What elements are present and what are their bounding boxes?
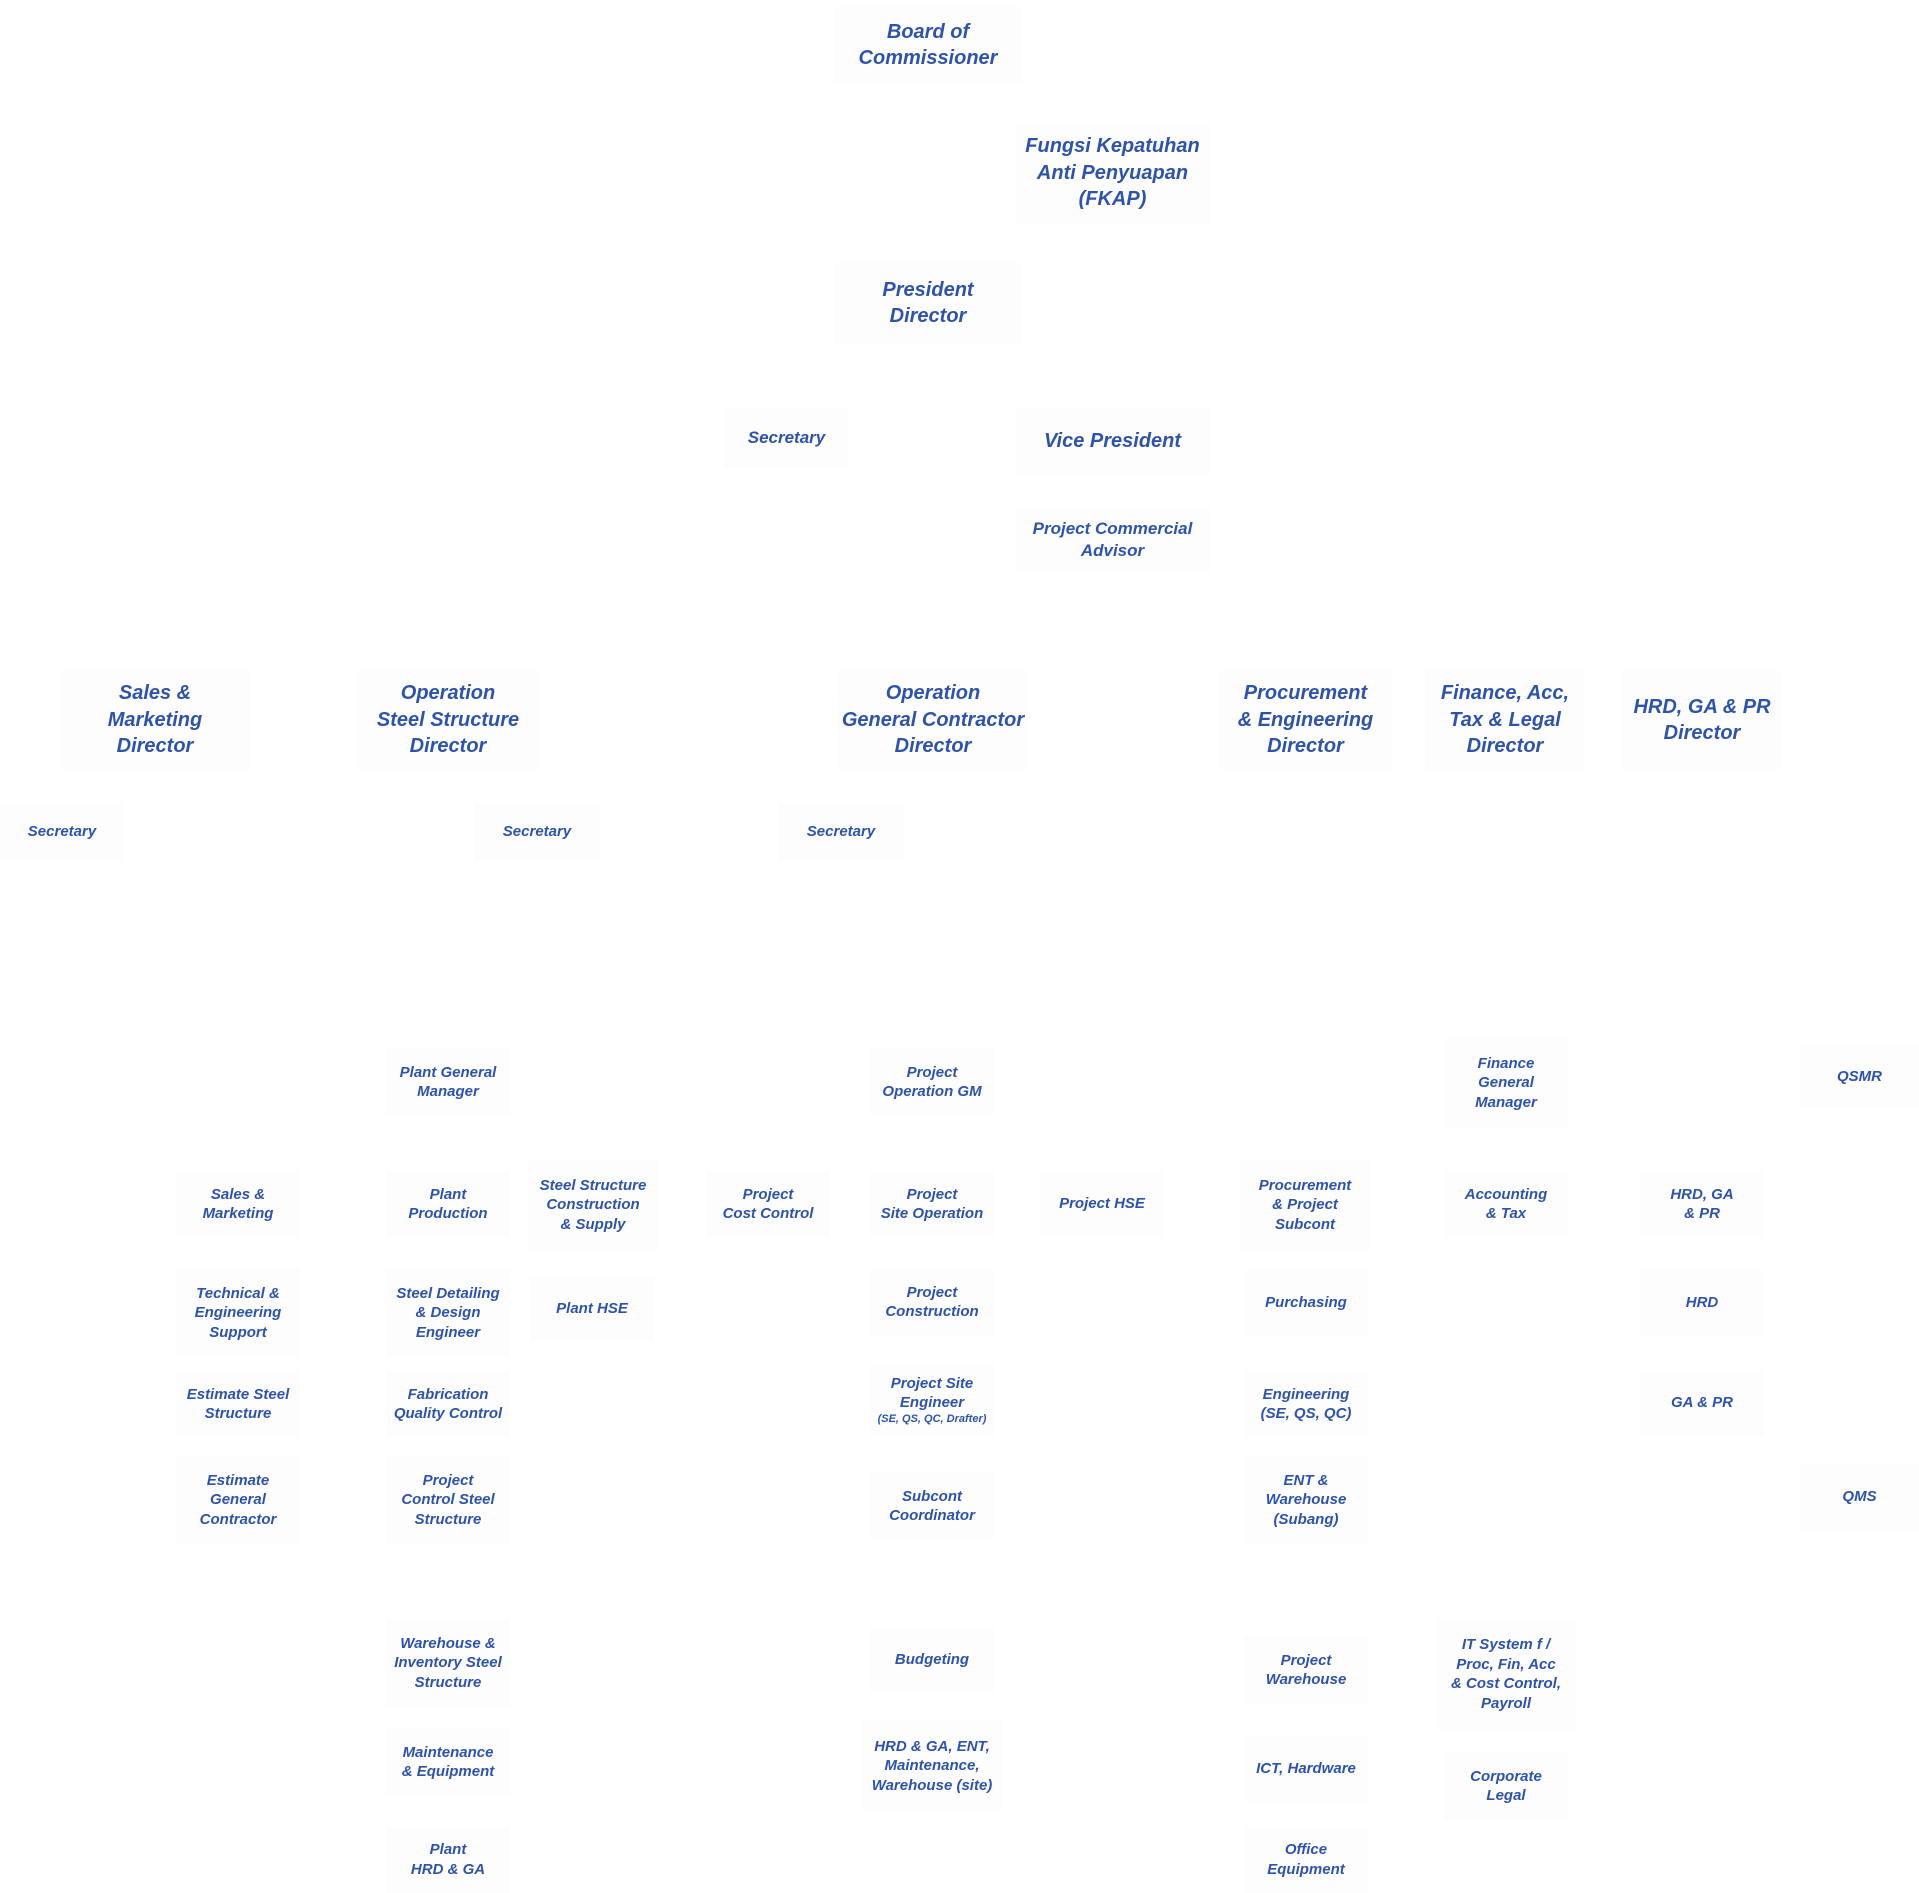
- steel-structure-construction-supply-box: Steel Structure Construction & Supply: [528, 1160, 658, 1250]
- sales-marketing-director-box: Sales & Marketing Director: [60, 670, 250, 770]
- project-warehouse-box: Project Warehouse: [1244, 1636, 1368, 1704]
- plant-hrd-ga-box: Plant HRD & GA: [386, 1826, 510, 1893]
- project-operation-gm-box: Project Operation GM: [870, 1048, 994, 1116]
- president-secretary-box: Secretary: [724, 408, 849, 468]
- board-of-commissioner-box: Board of Commissioner: [834, 6, 1022, 84]
- ict-hardware-box: ICT, Hardware: [1244, 1736, 1368, 1802]
- sales-marketing-box: Sales & Marketing: [176, 1170, 300, 1238]
- estimate-steel-structure-box: Estimate Steel Structure: [176, 1370, 300, 1438]
- ga-pr-box: GA & PR: [1640, 1370, 1764, 1436]
- qsmr-box: QSMR: [1800, 1044, 1919, 1110]
- plant-production-box: Plant Production: [386, 1170, 510, 1238]
- technical-engineering-support-box: Technical & Engineering Support: [176, 1268, 300, 1358]
- sales-secretary-box: Secretary: [0, 802, 124, 862]
- corporate-legal-box: Corporate Legal: [1444, 1752, 1568, 1820]
- qms-box: QMS: [1800, 1464, 1919, 1530]
- project-site-engineer-title: Project Site Engineer: [890, 1374, 974, 1412]
- steel-secretary-box: Secretary: [474, 802, 600, 862]
- estimate-general-contractor-box: Estimate General Contractor: [176, 1455, 300, 1545]
- subcont-coordinator-box: Subcont Coordinator: [870, 1472, 994, 1540]
- maintenance-equipment-box: Maintenance & Equipment: [386, 1728, 510, 1796]
- budgeting-box: Budgeting: [870, 1626, 994, 1694]
- procurement-project-subcont-box: Procurement & Project Subcont: [1240, 1160, 1370, 1250]
- vice-president-box: Vice President: [1015, 408, 1210, 474]
- project-site-operation-box: Project Site Operation: [870, 1170, 994, 1238]
- office-equipment-box: Office Equipment: [1244, 1826, 1368, 1893]
- plant-general-manager-box: Plant General Manager: [386, 1048, 510, 1116]
- plant-hse-box: Plant HSE: [530, 1276, 654, 1342]
- ent-warehouse-subang-box: ENT & Warehouse (Subang): [1244, 1455, 1368, 1545]
- procurement-engineering-director-box: Procurement & Engineering Director: [1218, 670, 1393, 770]
- finance-acc-tax-legal-director-box: Finance, Acc, Tax & Legal Director: [1425, 670, 1585, 770]
- hrd-box: HRD: [1640, 1270, 1764, 1336]
- accounting-tax-box: Accounting & Tax: [1444, 1170, 1568, 1238]
- gc-secretary-box: Secretary: [778, 802, 904, 862]
- finance-general-manager-box: Finance General Manager: [1444, 1038, 1568, 1128]
- project-control-steel-structure-box: Project Control Steel Structure: [386, 1455, 510, 1545]
- project-commercial-advisor-box: Project Commercial Advisor: [1015, 506, 1210, 574]
- purchasing-box: Purchasing: [1244, 1270, 1368, 1336]
- fabrication-quality-control-box: Fabrication Quality Control: [386, 1370, 510, 1438]
- project-hse-box: Project HSE: [1040, 1170, 1164, 1238]
- president-director-box: President Director: [834, 262, 1022, 344]
- project-site-engineer-box: Project Site Engineer (SE, QS, QC, Draft…: [870, 1362, 994, 1438]
- it-system-box: IT System f / Proc, Fin, Acc & Cost Cont…: [1436, 1618, 1576, 1730]
- fkap-box: Fungsi Kepatuhan Anti Penyuapan (FKAP): [1015, 122, 1210, 224]
- operation-general-contractor-director-box: Operation General Contractor Director: [838, 670, 1028, 770]
- project-construction-box: Project Construction: [870, 1268, 994, 1336]
- warehouse-inventory-steel-structure-box: Warehouse & Inventory Steel Structure: [386, 1618, 510, 1708]
- hrd-ga-ent-maintenance-warehouse-site-box: HRD & GA, ENT, Maintenance, Warehouse (s…: [862, 1720, 1002, 1812]
- steel-detailing-design-engineer-box: Steel Detailing & Design Engineer: [386, 1268, 510, 1358]
- hrd-ga-pr-box: HRD, GA & PR: [1640, 1170, 1764, 1238]
- project-cost-control-box: Project Cost Control: [706, 1170, 830, 1238]
- operation-steel-structure-director-box: Operation Steel Structure Director: [356, 670, 540, 770]
- hrd-ga-pr-director-box: HRD, GA & PR Director: [1622, 670, 1782, 770]
- project-site-engineer-roles: (SE, QS, QC, Drafter): [877, 1412, 987, 1425]
- engineering-box: Engineering (SE, QS, QC): [1244, 1370, 1368, 1438]
